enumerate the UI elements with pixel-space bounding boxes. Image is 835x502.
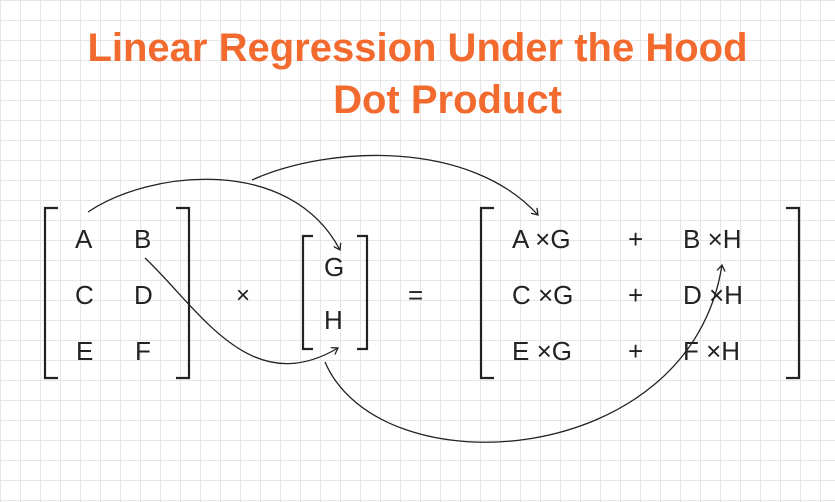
matrix-x-cell-b: B — [134, 224, 152, 254]
arrow-g-to-result — [251, 154, 539, 216]
result-r2-term2: D ×H — [683, 280, 743, 310]
result-r2-plus: + — [628, 280, 644, 310]
vector-w-left-bracket — [301, 234, 313, 351]
result-right-bracket — [786, 206, 801, 380]
matrix-x-left-bracket — [43, 206, 58, 380]
vector-w-cell-h: H — [324, 305, 343, 335]
result-r1-plus: + — [628, 224, 644, 254]
equals-operator: = — [408, 280, 424, 310]
result-r3-term2: F ×H — [683, 336, 741, 366]
matrix-x-cell-c: C — [75, 280, 94, 310]
matrix-x-right-bracket — [176, 206, 191, 380]
result-r3-term1: E ×G — [512, 336, 572, 366]
matrix-x-cell-f: F — [135, 336, 151, 366]
arrow-b-to-h — [144, 257, 340, 365]
result-r3-plus: + — [628, 336, 644, 366]
arrow-h-to-result — [324, 263, 726, 443]
result-r2-term1: C ×G — [512, 280, 574, 310]
arrow-a-to-g — [87, 178, 342, 252]
result-left-bracket — [479, 206, 494, 380]
result-r1-term2: B ×H — [683, 224, 742, 254]
title-line-1: Linear Regression Under the Hood — [87, 26, 748, 70]
matrix-x-cell-d: D — [134, 280, 153, 310]
matrix-x-cell-a: A — [75, 224, 93, 254]
matrix-x-cell-e: E — [76, 336, 94, 366]
result-r1-term1: A ×G — [512, 224, 571, 254]
multiply-operator: × — [236, 282, 251, 309]
vector-w-cell-g: G — [324, 252, 345, 282]
title-line-2: Dot Product — [333, 78, 562, 122]
vector-w-right-bracket — [357, 234, 369, 351]
